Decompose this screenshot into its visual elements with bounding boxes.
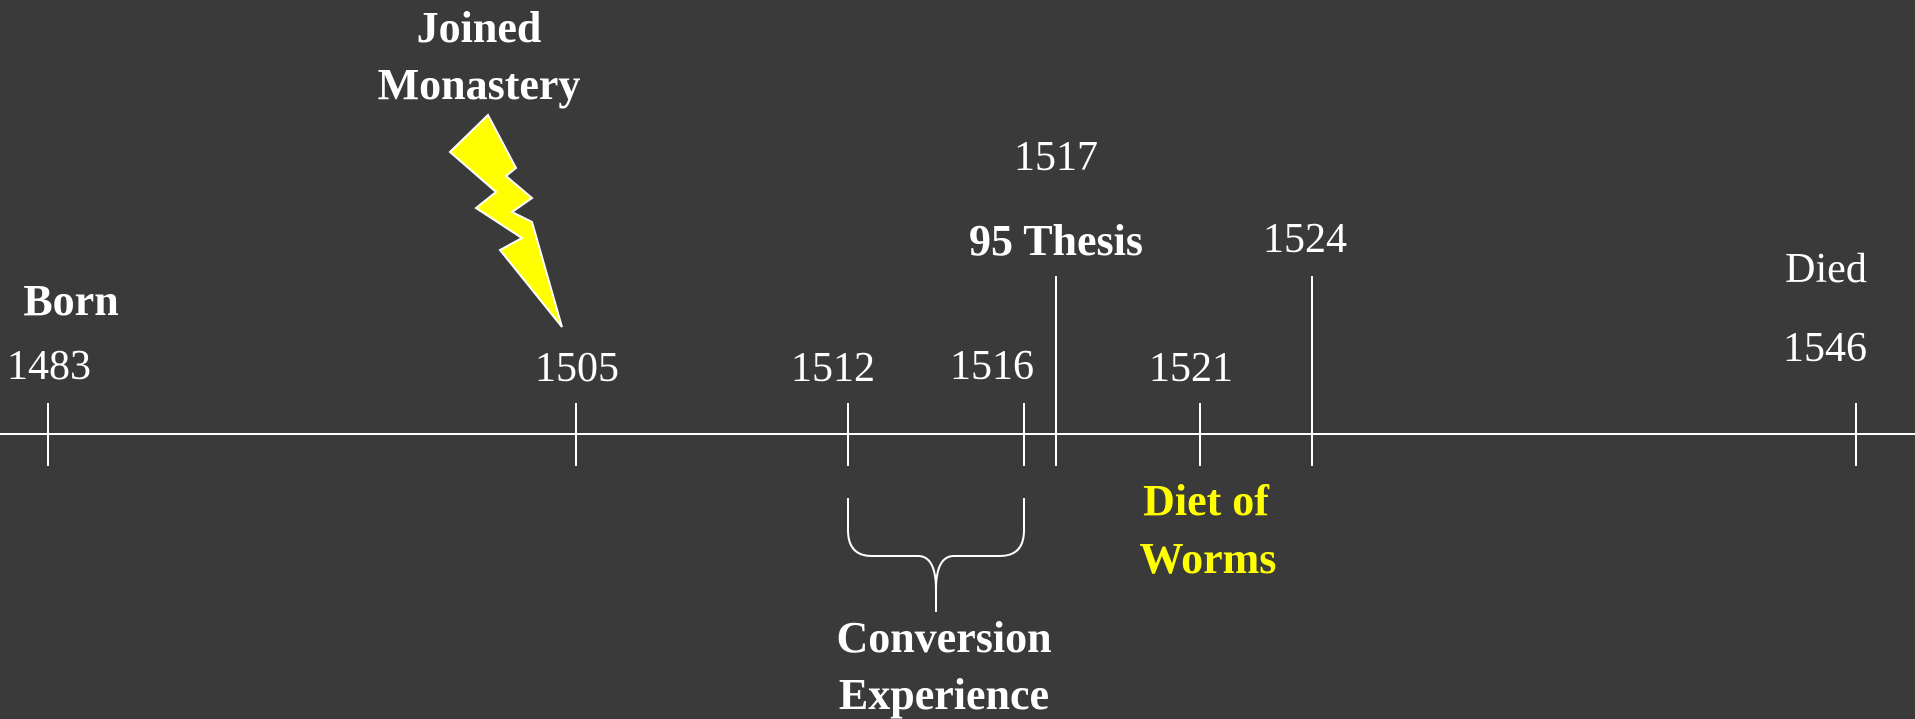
event-joined-monastery-line1: Joined	[416, 3, 542, 52]
year-1512: 1512	[791, 345, 875, 391]
event-conversion-line1: Conversion	[836, 613, 1052, 662]
curly-brace	[847, 498, 1025, 612]
lightning-bolt-icon	[448, 113, 563, 328]
year-1521: 1521	[1149, 345, 1233, 391]
event-conversion-line2: Experience	[838, 670, 1050, 719]
event-born: Born	[23, 276, 119, 325]
year-1524: 1524	[1263, 216, 1347, 262]
year-1517: 1517	[1014, 134, 1098, 180]
year-1516: 1516	[950, 343, 1034, 389]
event-diet-of-worms-line1: Diet of	[1143, 476, 1269, 525]
event-diet-of-worms-line2: Worms	[1139, 534, 1277, 583]
year-1505: 1505	[535, 345, 619, 391]
event-95-thesis: 95 Thesis	[968, 216, 1144, 265]
year-1546: 1546	[1783, 325, 1867, 371]
event-died: Died	[1785, 246, 1867, 292]
year-1483: 1483	[7, 343, 91, 389]
event-joined-monastery-line2: Monastery	[377, 60, 581, 109]
